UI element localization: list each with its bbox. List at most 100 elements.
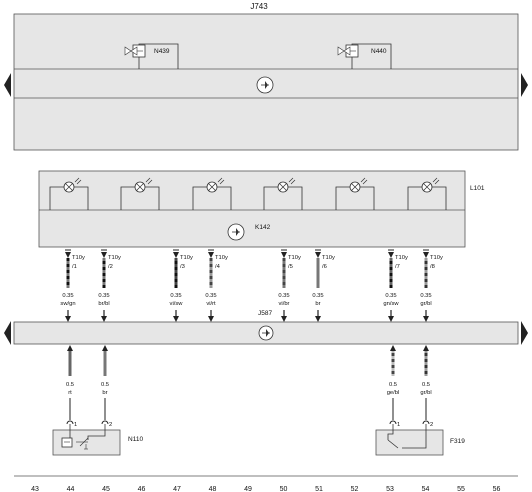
grid-number: 45 — [102, 486, 110, 492]
continuation-arrow-right-icon — [521, 321, 528, 345]
wire-size-label: 0.5 — [101, 382, 109, 388]
component-f319: F319 — [375, 424, 465, 456]
grid-number: 55 — [457, 486, 465, 492]
wire-bottom-2: 0.5 br 2 — [101, 345, 112, 428]
label-k142: K142 — [255, 224, 271, 231]
electronic-symbol-icon — [227, 223, 245, 241]
module-l101-k142: L101 K142 — [38, 170, 485, 248]
wire-size-label: 0.5 — [422, 382, 430, 388]
pin-label: /2 — [108, 264, 113, 270]
label-n439: N439 — [154, 48, 170, 55]
connector-label: T10y — [430, 255, 443, 261]
wire-t10y-7: T10y/7 0.35 gn/sw — [383, 249, 408, 322]
grid-number: 43 — [31, 486, 39, 492]
lamp-row — [49, 177, 447, 210]
connector-label: T10y — [288, 255, 301, 261]
lamp-icon — [120, 177, 160, 210]
label-n110: N110 — [128, 436, 143, 443]
grid-number: 46 — [138, 486, 146, 492]
wire-color-label: br — [102, 390, 107, 396]
wire-size-label: 0.35 — [385, 293, 396, 299]
lamp-icon — [263, 177, 303, 210]
connector-label: T10y — [72, 255, 85, 261]
wire-t10y-1: T10y/1 0.35 sw/gn — [60, 249, 85, 322]
connector-label: T10y — [108, 255, 121, 261]
pin-label: /5 — [288, 264, 293, 270]
valve-icon — [124, 46, 132, 56]
grid-number: 47 — [173, 486, 181, 492]
wire-t10y-8: T10y/8 0.35 gr/bl — [420, 249, 443, 322]
wire-color-label: vi/br — [279, 301, 290, 307]
lamp-icon — [335, 177, 375, 210]
top-wire-harness: T10y/1 0.35 sw/gn T10y/2 0.35 br/bl T10y/3 0.35… — [60, 249, 443, 322]
wire-bottom-1: 0.5 rt 1 — [66, 345, 77, 428]
switch-icon — [387, 439, 399, 449]
wire-color-label: br — [315, 301, 320, 307]
wire-bottom-4: 0.5gr/bl2 — [420, 345, 433, 428]
wire-size-label: 0.35 — [278, 293, 289, 299]
wire-color-label: br/bl — [98, 301, 109, 307]
grid-number: 51 — [315, 486, 323, 492]
label-j587: J587 — [258, 310, 272, 317]
connector-label: T10y — [215, 255, 228, 261]
wire-color-label: vi/rt — [206, 301, 216, 307]
component-n110: N110 — [52, 424, 143, 456]
wire-size-label: 0.5 — [66, 382, 74, 388]
label-l101: L101 — [470, 185, 485, 192]
electronic-symbol-icon — [258, 325, 274, 341]
pin-label: 2 — [430, 422, 433, 428]
module-j587: J587 — [4, 310, 528, 345]
label-f319: F319 — [450, 438, 465, 445]
wire-color-label: rt — [68, 390, 72, 396]
wire-size-label: 0.35 — [98, 293, 109, 299]
pin-label: /8 — [430, 264, 435, 270]
lamp-icon — [407, 177, 447, 210]
grid-number: 49 — [244, 486, 252, 492]
wire-color-label: vi/sw — [170, 301, 184, 307]
wire-size-label: 0.5 — [389, 382, 397, 388]
connector-label: T10y — [180, 255, 193, 261]
pin-label: 2 — [109, 422, 112, 428]
pin-label: 1 — [74, 422, 77, 428]
label-j743: J743 — [250, 2, 268, 11]
connector-label: T10y — [322, 255, 335, 261]
wire-size-label: 0.35 — [205, 293, 216, 299]
pin-label: /7 — [395, 264, 400, 270]
wire-t10y-6: T10y/6 0.35 br — [312, 249, 335, 322]
wire-size-label: 0.35 — [62, 293, 73, 299]
grid-number: 44 — [67, 486, 75, 492]
grid-number: 50 — [280, 486, 288, 492]
electronic-symbol-icon — [256, 76, 274, 94]
bottom-wire-harness: 0.5 rt 1 0.5 br 2 0.5 ge/bl 1 0.5gr/bl2 — [66, 345, 433, 428]
continuation-arrow-left-icon — [4, 321, 11, 345]
wire-t10y-2: T10y/2 0.35 br/bl — [98, 249, 121, 322]
wire-size-label: 0.35 — [420, 293, 431, 299]
connector-label: T10y — [395, 255, 408, 261]
wire-size-label: 0.35 — [170, 293, 181, 299]
solenoid-icon — [61, 437, 73, 448]
wire-t10y-5: T10y/5 0.35 vi/br — [278, 249, 301, 322]
wire-bottom-3: 0.5 ge/bl 1 — [387, 345, 400, 428]
continuation-arrow-left-icon — [4, 73, 11, 97]
continuation-arrow-right-icon — [521, 73, 528, 97]
grid-number: 56 — [493, 486, 501, 492]
valve-icon — [337, 46, 345, 56]
module-j743: J743 N439 N440 — [4, 2, 528, 151]
wire-color-label: gn/sw — [383, 301, 399, 307]
wire-t10y-3: T10y/3 0.35 vi/sw — [170, 249, 193, 322]
pin-label: /6 — [322, 264, 327, 270]
wire-color-label: ge/bl — [387, 390, 400, 396]
pin-label: /1 — [72, 264, 77, 270]
wire-color-label: sw/gn — [60, 301, 75, 307]
label-n440: N440 — [371, 48, 387, 55]
valve-n439: N439 — [124, 43, 179, 69]
pin-label: 1 — [397, 422, 400, 428]
wire-size-label: 0.35 — [312, 293, 323, 299]
lamp-icon — [192, 177, 232, 210]
pin-label: /3 — [180, 264, 185, 270]
lamp-icon — [49, 177, 89, 210]
wire-color-label: gr/bl — [420, 301, 431, 307]
grid-number: 53 — [386, 486, 394, 492]
grid-number: 54 — [422, 486, 430, 492]
